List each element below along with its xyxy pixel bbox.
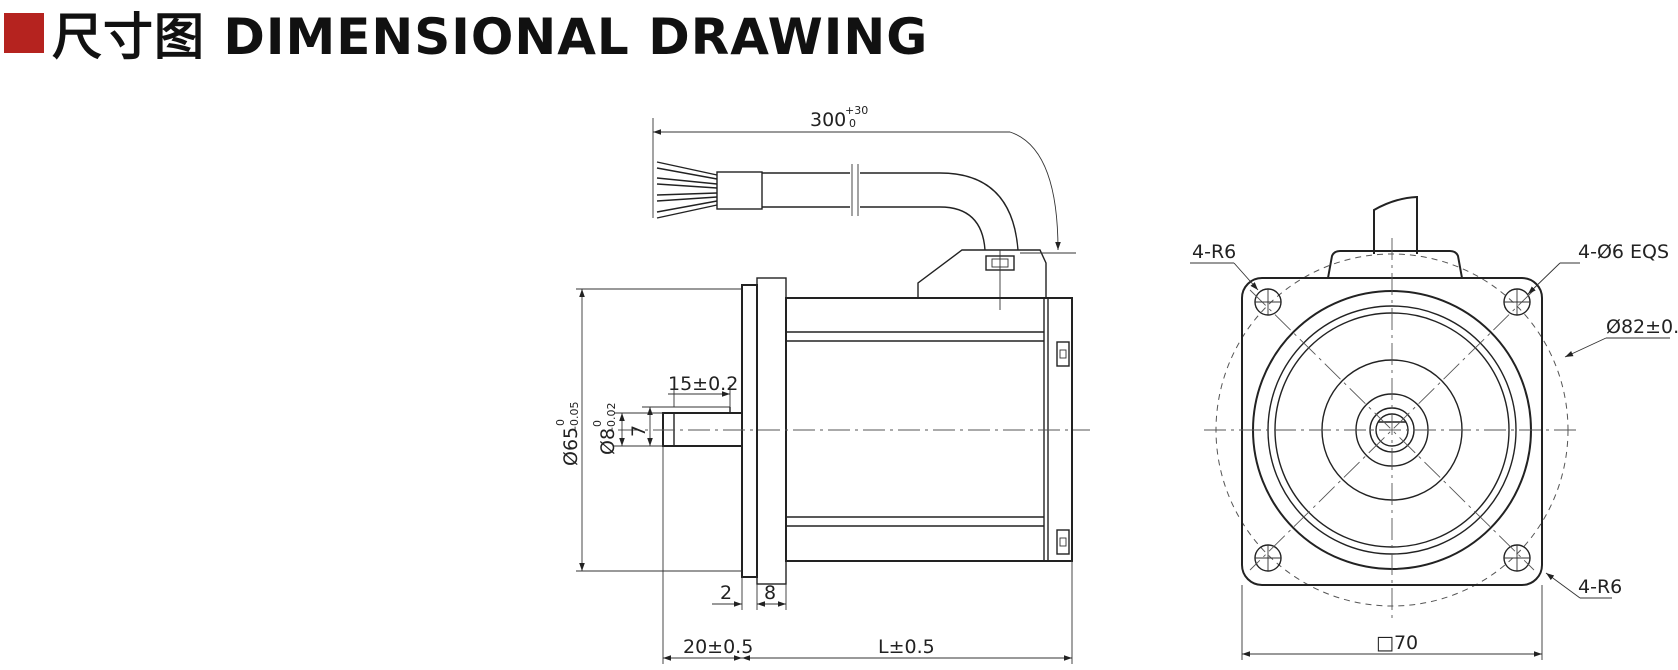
flange-plate (756, 277, 787, 585)
dim-bolt-circle: Ø82±0.2 (1606, 316, 1678, 338)
cable-wires (656, 161, 718, 219)
dim-corner-radius-bottom: 4-R6 (1578, 576, 1622, 598)
dim-flat-depth: 7 (628, 425, 650, 437)
page-title: 尺寸图 DIMENSIONAL DRAWING (52, 8, 929, 66)
dim-corner-radius-top: 4-R6 (1192, 241, 1236, 263)
section-header: 尺寸图 DIMENSIONAL DRAWING (4, 8, 928, 66)
dim-pilot-height: 2 (720, 582, 732, 604)
cable-inner (860, 206, 986, 251)
dim-shaft-length: 20±0.5 (683, 636, 753, 658)
connector-housing (917, 249, 1047, 298)
front-view: 4-R6 4-Ø6 EQS Ø82±0.2 4-R6 □70 (1190, 195, 1678, 660)
dim-pilot-tol-upper: 0 (554, 419, 567, 426)
dim-flange-thickness: 8 (764, 582, 776, 604)
dim-flange-square: □70 (1376, 632, 1418, 654)
end-cap-vent-top (1056, 341, 1070, 367)
flange-outline (741, 284, 758, 578)
header-marker (4, 13, 44, 53)
dim-pilot-dia: Ø65 (560, 427, 582, 466)
shaft (662, 412, 743, 447)
side-view: 300 +30 0 Ø65 0 -0.05 Ø8 0 -0.02 7 15 (554, 104, 1090, 664)
dim-shaft-dia: Ø8 (597, 428, 619, 455)
front-cable (1373, 195, 1418, 254)
dim-shaft-tol-lower: -0.02 (605, 403, 618, 431)
dim-body-length: L±0.5 (878, 636, 935, 658)
cable-outer (860, 172, 1019, 251)
dim-cable-length: 300 (810, 109, 846, 131)
dim-cable-tol-lower: 0 (849, 117, 856, 130)
dim-flat-length: 15±0.2 (668, 373, 738, 395)
end-cap-vent-bottom (1056, 529, 1070, 555)
front-connector (1327, 250, 1463, 279)
dim-pilot-tol-lower: -0.05 (568, 402, 581, 430)
dim-mount-holes: 4-Ø6 EQS (1578, 241, 1669, 263)
dim-shaft-tol-upper: 0 (591, 420, 604, 427)
dim-cable-tol-upper: +30 (845, 104, 868, 117)
cable-jacket (716, 171, 763, 210)
motor-body (785, 297, 1073, 562)
